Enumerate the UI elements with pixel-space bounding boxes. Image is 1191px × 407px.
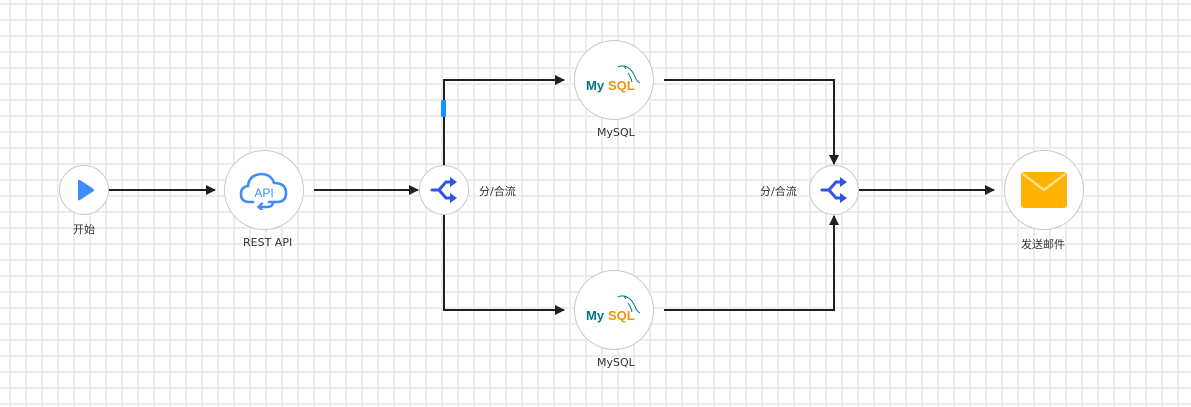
mysql-logo-icon: My SQL xyxy=(586,295,641,323)
svg-text:My: My xyxy=(586,308,605,323)
split-merge-icon xyxy=(430,177,457,203)
envelope-icon xyxy=(1021,172,1067,208)
node-rest-api-label: REST API xyxy=(243,236,293,249)
node-start[interactable] xyxy=(59,165,109,215)
edge-split-1-to-mysql-top[interactable] xyxy=(443,75,565,165)
svg-text:SQL: SQL xyxy=(608,78,635,93)
edge-split-1-to-mysql-bottom[interactable] xyxy=(443,215,565,315)
split-merge-icon xyxy=(820,177,847,203)
node-rest-api[interactable]: API xyxy=(224,150,304,230)
svg-text:API: API xyxy=(254,186,273,200)
node-mysql-top-label: MySQL xyxy=(597,126,635,139)
node-split-2-label: 分/合流 xyxy=(760,185,797,198)
node-email-label: 发送邮件 xyxy=(1021,238,1065,251)
node-split-1[interactable] xyxy=(419,165,469,215)
mysql-logo-icon: My SQL xyxy=(586,65,641,93)
svg-text:My: My xyxy=(586,78,605,93)
node-mysql-bottom-label: MySQL xyxy=(597,356,635,369)
edge-mysql-bottom-to-split-2[interactable] xyxy=(664,215,839,311)
node-email[interactable] xyxy=(1004,150,1084,230)
svg-text:SQL: SQL xyxy=(608,308,635,323)
edge-mysql-top-to-split-2[interactable] xyxy=(664,79,839,165)
cloud-api-icon: API xyxy=(239,172,288,210)
node-split-1-label: 分/合流 xyxy=(479,185,516,198)
node-mysql-top[interactable]: My SQL xyxy=(574,40,654,120)
edge-drag-handle[interactable] xyxy=(441,100,446,117)
node-mysql-bottom[interactable]: My SQL xyxy=(574,270,654,350)
node-split-2[interactable] xyxy=(809,165,859,215)
play-icon xyxy=(78,179,94,201)
node-start-label: 开始 xyxy=(73,223,95,236)
